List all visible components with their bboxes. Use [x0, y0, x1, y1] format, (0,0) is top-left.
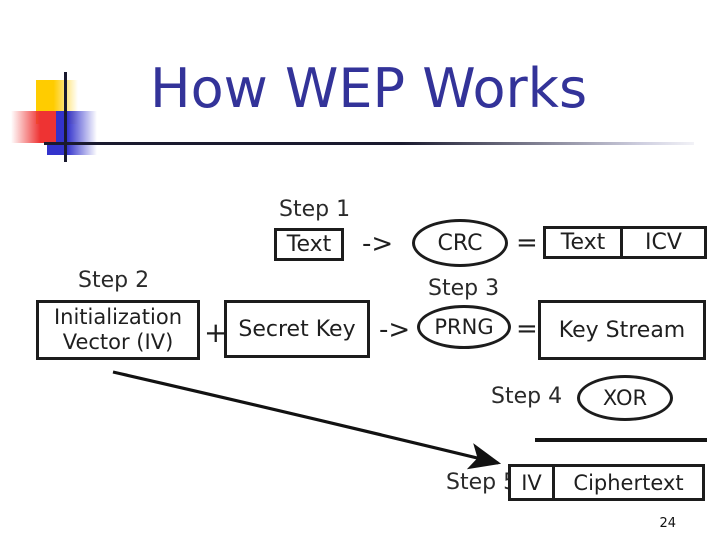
page-number: 24	[659, 516, 676, 531]
step2-label: Step 2	[78, 268, 150, 293]
step1-label: Step 1	[279, 197, 351, 222]
decorative-vertical-rule	[64, 72, 67, 162]
step1-arrow-operator: ->	[362, 229, 394, 259]
crc-function-ellipse: CRC	[412, 219, 508, 267]
step2-iv-box: Initialization Vector (IV)	[36, 300, 200, 360]
step1-output-icv-cell: ICV	[645, 230, 682, 255]
step1-equals-operator: =	[516, 228, 538, 258]
step3-label: Step 3	[428, 276, 500, 301]
step5-ciphertext-cell: Ciphertext	[573, 470, 684, 495]
step5-top-rule	[535, 438, 707, 442]
decorative-red-square	[11, 111, 56, 143]
step2-iv-line2: Vector (IV)	[62, 330, 174, 354]
step2-iv-line1: Initialization	[53, 305, 183, 330]
step5-iv-cell: IV	[511, 467, 555, 498]
step5-label: Step 5	[446, 470, 518, 495]
xor-function-ellipse: XOR	[577, 375, 673, 421]
step2-secret-key-box: Secret Key	[224, 300, 370, 358]
step1-input-text-box: Text	[274, 228, 344, 261]
step3-key-stream-box: Key Stream	[538, 300, 706, 360]
decorative-horizontal-rule	[44, 142, 694, 145]
title-block: How WEP Works	[0, 55, 720, 165]
step2-plus-operator: +	[204, 316, 228, 349]
step1-output-box: Text ICV	[543, 226, 707, 259]
step1-output-text-cell: Text	[546, 229, 623, 256]
step4-label: Step 4	[491, 384, 563, 409]
step5-output-box: IV Ciphertext	[508, 464, 705, 501]
step3-arrow-operator: ->	[379, 315, 411, 345]
step3-equals-operator: =	[516, 314, 538, 344]
prng-function-ellipse: PRNG	[417, 305, 511, 349]
page-title: How WEP Works	[150, 57, 588, 120]
